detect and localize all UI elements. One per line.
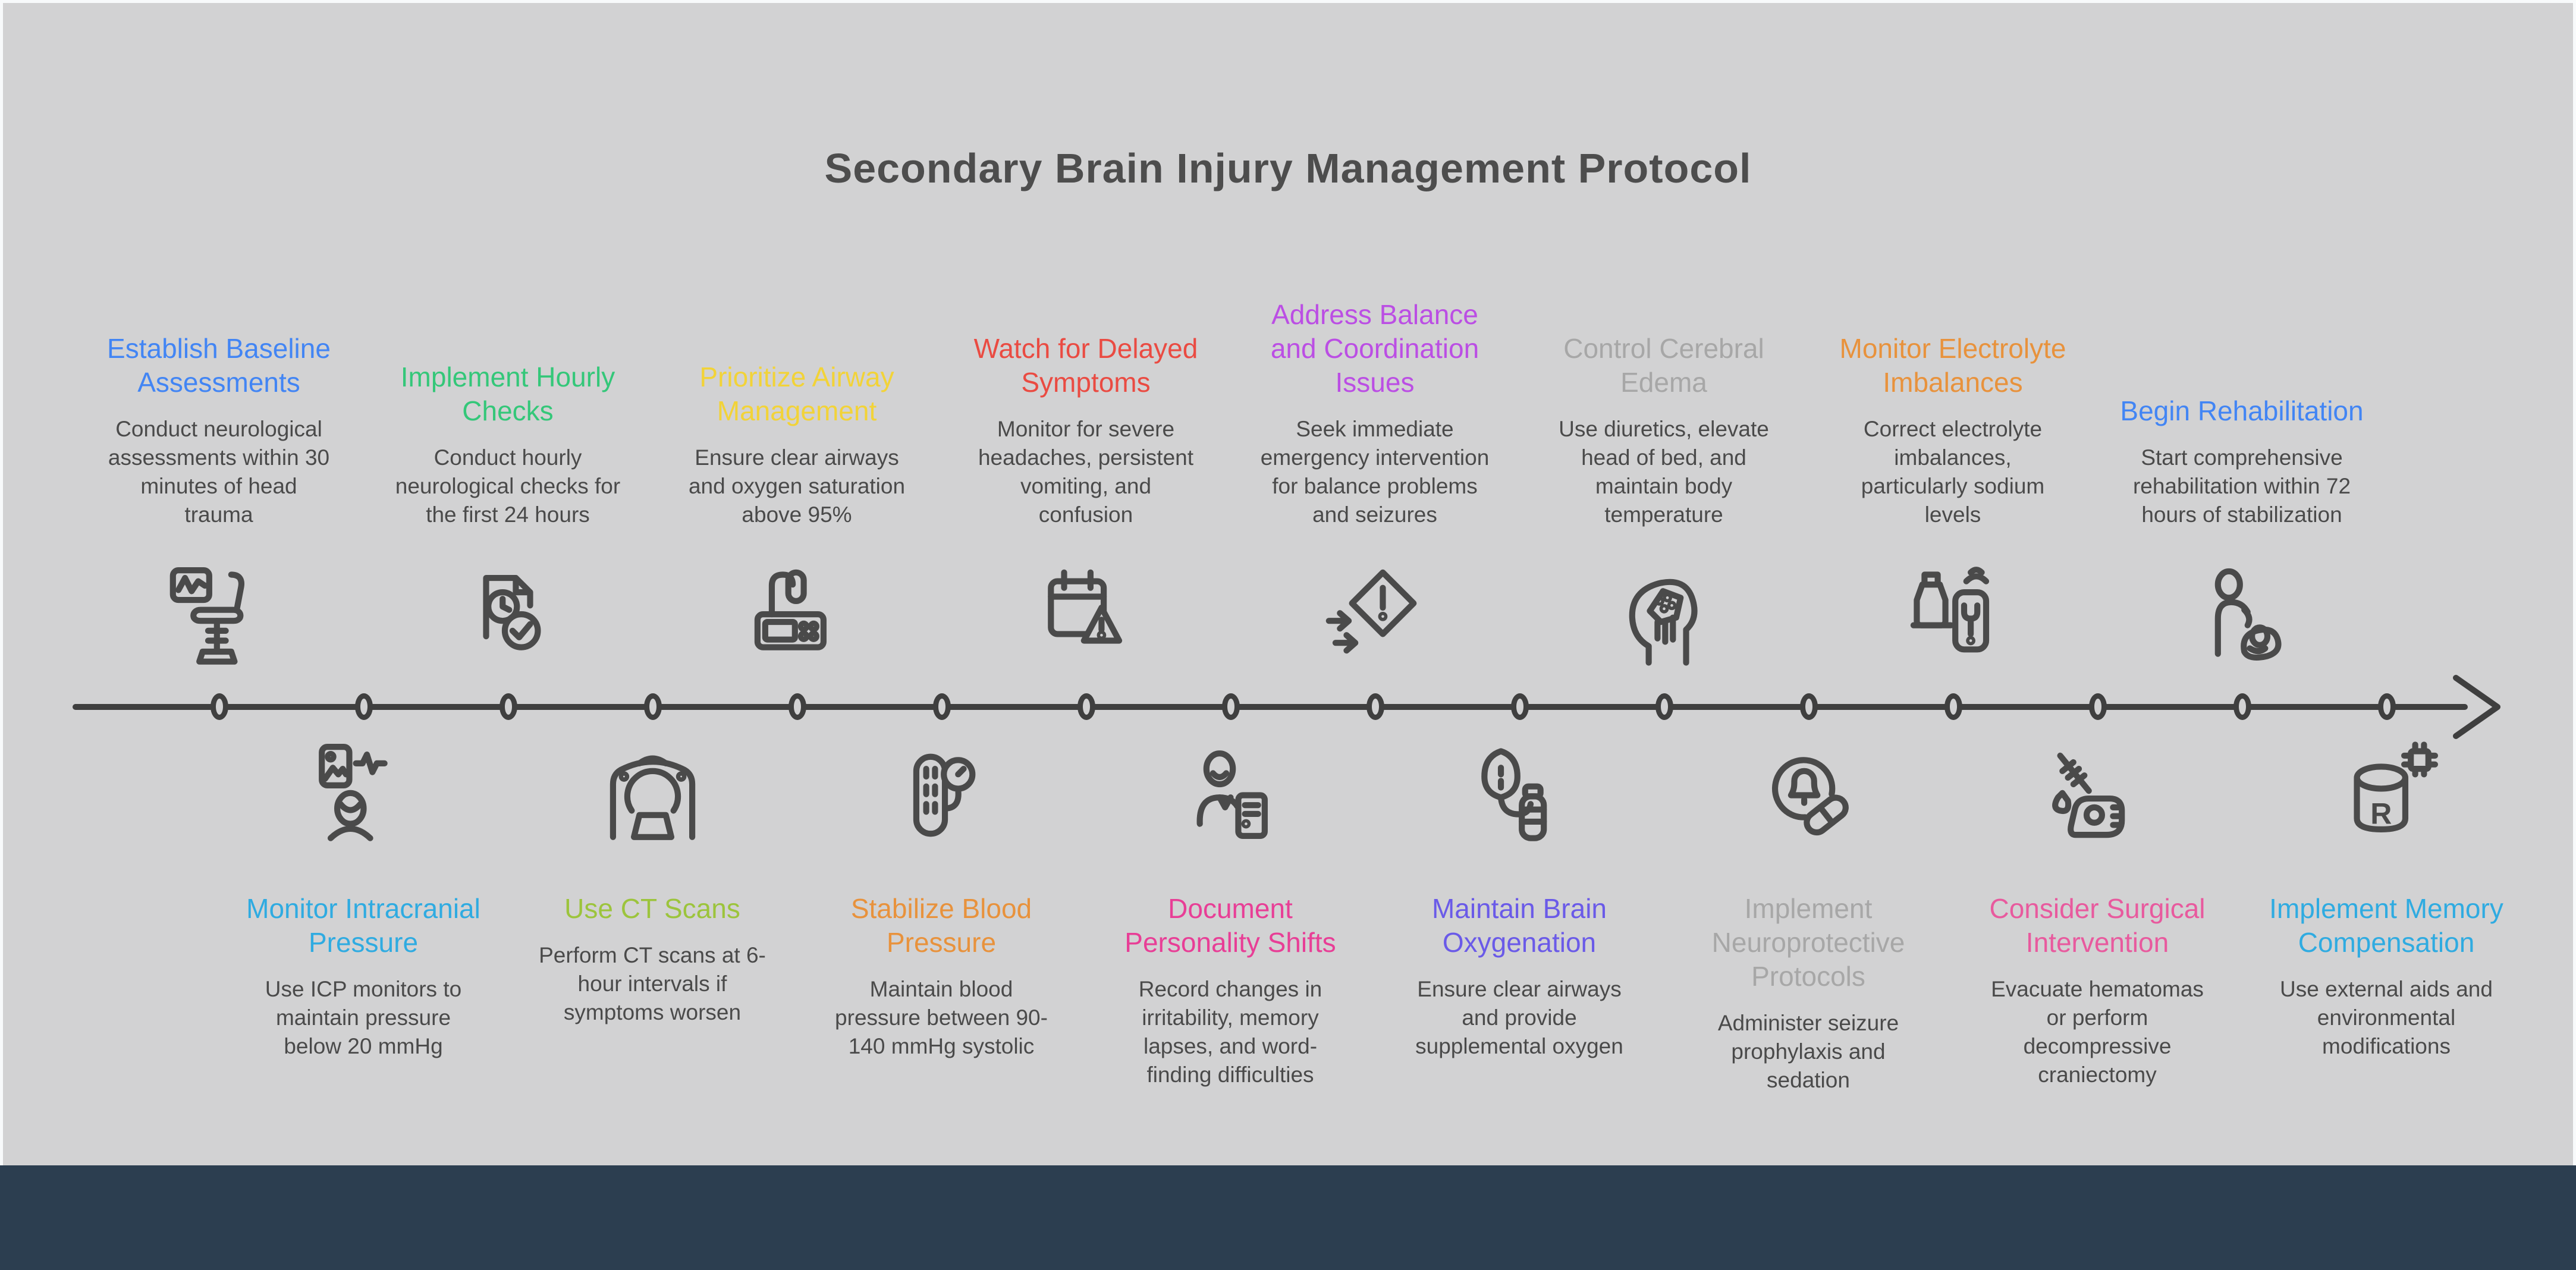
timeline-node xyxy=(1944,693,1962,720)
step-description: Record changes in irritability, memory l… xyxy=(1138,977,1322,1087)
step-title: Document Personality Shifts xyxy=(1124,893,1336,958)
step-title: Watch for Delayed Symptoms xyxy=(973,332,1198,398)
step-description: Start comprehensive rehabilitation withi… xyxy=(2132,445,2351,527)
timeline-step: Use CT Scans Perform CT scans at 6-hour … xyxy=(519,892,786,1027)
timeline-node xyxy=(788,693,806,720)
timeline-node xyxy=(211,693,228,720)
step-description: Conduct hourly neurological checks for t… xyxy=(395,445,621,527)
timeline-step: Prioritize Airway Management Ensure clea… xyxy=(669,360,925,529)
timeline-node xyxy=(500,693,517,720)
step-description: Ensure clear airways and provide supplem… xyxy=(1415,977,1623,1059)
oxygen-supply-icon xyxy=(1465,740,1575,850)
step-title: Stabilize Blood Pressure xyxy=(850,893,1032,958)
step-title: Establish Baseline Assessments xyxy=(107,332,331,398)
timeline-node xyxy=(644,693,662,720)
step-title: Prioritize Airway Management xyxy=(699,361,894,426)
step-description: Use diuretics, elevate head of bed, and … xyxy=(1559,416,1769,527)
timeline-step: Stabilize Blood Pressure Maintain blood … xyxy=(808,892,1075,1061)
timeline-node xyxy=(1800,693,1818,720)
step-description: Correct electrolyte imbalances, particul… xyxy=(1861,416,2045,527)
step-title: Implement Neuroprotective Protocols xyxy=(1711,893,1905,992)
balance-alert-icon xyxy=(1320,564,1430,674)
fist-scalpel-icon xyxy=(2043,740,2153,850)
step-description: Monitor for severe headaches, persistent… xyxy=(978,416,1193,527)
timeline-step: Consider Surgical Intervention Evacuate … xyxy=(1964,892,2231,1089)
timeline-step: Monitor Electrolyte Imbalances Correct e… xyxy=(1825,332,2081,529)
step-title: Use CT Scans xyxy=(564,893,740,924)
step-title: Begin Rehabilitation xyxy=(2120,395,2364,426)
head-brain-icon xyxy=(1609,564,1719,674)
timeline-step: Establish Baseline Assessments Conduct n… xyxy=(91,332,347,529)
ventilator-icon xyxy=(742,564,852,674)
timeline-step: Maintain Brain Oxygenation Ensure clear … xyxy=(1386,892,1653,1061)
timeline-node xyxy=(1222,693,1240,720)
footer-bar xyxy=(0,1165,2576,1270)
timeline-node xyxy=(933,693,951,720)
step-title: Address Balance and Coordination Issues xyxy=(1270,298,1479,398)
timeline-step: Begin Rehabilitation Start comprehensive… xyxy=(2114,394,2370,529)
timeline-step: Document Personality Shifts Record chang… xyxy=(1097,892,1364,1089)
step-description: Perform CT scans at 6-hour intervals if … xyxy=(539,943,766,1025)
timeline-node xyxy=(355,693,373,720)
memory-db-icon: R xyxy=(2332,740,2442,850)
step-title: Monitor Electrolyte Imbalances xyxy=(1839,332,2066,398)
exam-chair-icon xyxy=(164,564,274,674)
timeline-step: Monitor Intracranial Pressure Use ICP mo… xyxy=(230,892,497,1061)
timeline-arrow-icon xyxy=(2453,675,2500,739)
step-description: Conduct neurological assessments within … xyxy=(108,416,330,527)
timeline-node xyxy=(1077,693,1095,720)
timeline-node xyxy=(2089,693,2107,720)
step-title: Implement Memory Compensation xyxy=(2269,893,2503,958)
svg-text:R: R xyxy=(2370,797,2392,831)
timeline-node xyxy=(1655,693,1673,720)
step-title: Implement Hourly Checks xyxy=(400,361,615,426)
step-description: Use external aids and environmental modi… xyxy=(2280,977,2493,1059)
step-title: Maintain Brain Oxygenation xyxy=(1431,893,1607,958)
step-description: Administer seizure prophylaxis and sedat… xyxy=(1717,1011,1899,1093)
icp-scan-icon xyxy=(309,740,419,850)
rehab-assist-icon xyxy=(2187,564,2297,674)
bell-pill-icon xyxy=(1754,740,1864,850)
step-title: Consider Surgical Intervention xyxy=(1989,893,2206,958)
step-title: Control Cerebral Edema xyxy=(1563,332,1764,398)
infographic-canvas xyxy=(3,3,2573,1165)
electrolyte-phone-icon xyxy=(1898,564,2008,674)
timeline-node xyxy=(2378,693,2396,720)
timeline-step: Implement Hourly Checks Conduct hourly n… xyxy=(380,360,636,529)
person-document-icon xyxy=(1176,740,1286,850)
timeline-step: Control Cerebral Edema Use diuretics, el… xyxy=(1536,332,1792,529)
ct-scanner-icon xyxy=(598,740,708,850)
timeline-node xyxy=(2233,693,2251,720)
step-title: Monitor Intracranial Pressure xyxy=(246,893,480,958)
blood-pressure-icon xyxy=(887,740,997,850)
timeline-step: Watch for Delayed Symptoms Monitor for s… xyxy=(958,332,1214,529)
step-description: Maintain blood pressure between 90-140 m… xyxy=(835,977,1048,1059)
timeline-node xyxy=(1511,693,1529,720)
timeline-step: Address Balance and Coordination Issues … xyxy=(1247,298,1503,529)
step-description: Evacuate hematomas or perform decompress… xyxy=(1991,977,2204,1087)
step-description: Use ICP monitors to maintain pressure be… xyxy=(265,977,462,1059)
step-description: Ensure clear airways and oxygen saturati… xyxy=(688,445,906,527)
document-clock-check-icon xyxy=(453,564,563,674)
step-description: Seek immediate emergency intervention fo… xyxy=(1260,416,1490,527)
timeline-step: Implement Neuroprotective Protocols Admi… xyxy=(1675,892,1942,1095)
timeline-line xyxy=(73,704,2468,710)
timeline-step: Implement Memory Compensation Use extern… xyxy=(2253,892,2520,1061)
page-title: Secondary Brain Injury Management Protoc… xyxy=(824,144,1752,191)
calendar-alert-icon xyxy=(1031,564,1141,674)
timeline-node xyxy=(1366,693,1384,720)
